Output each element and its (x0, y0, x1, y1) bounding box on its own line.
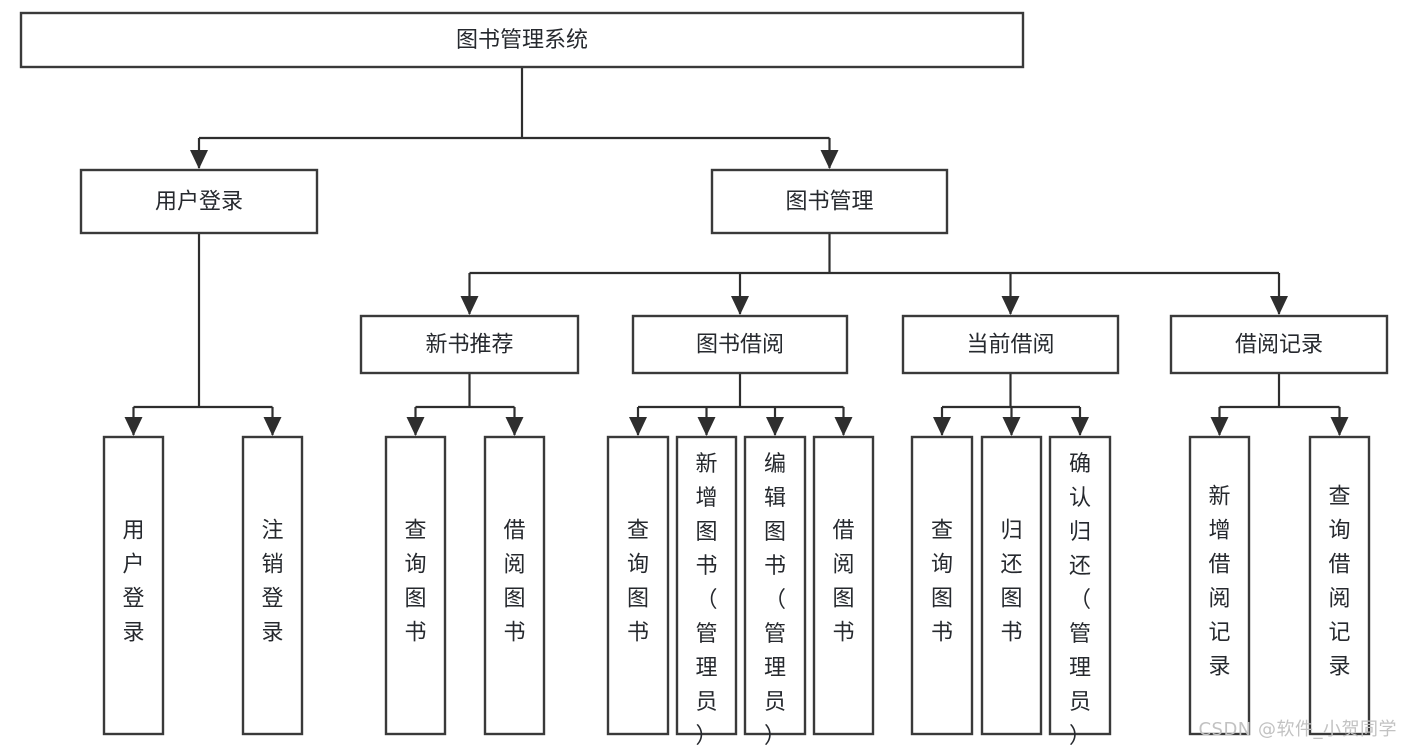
node-leaf-query-book-3-rect (910, 435, 974, 736)
node-user-login-label: 用户登录 (155, 190, 243, 215)
node-leaf-borrow-book-1-rect (483, 435, 546, 736)
node-root[interactable]: 图书管理系统 (19, 11, 1025, 69)
arrow-head-icon (731, 296, 749, 315)
arrow-head-icon (820, 150, 839, 169)
node-leaf-query-book-1[interactable]: 查询图书 (384, 435, 447, 736)
node-leaf-borrow-book-2[interactable]: 借阅图书 (812, 435, 875, 736)
node-leaf-add-record[interactable]: 新增借阅记录 (1188, 435, 1251, 736)
node-borrow-record-rect (1169, 314, 1389, 375)
arrow-head-icon (190, 150, 208, 169)
node-leaf-user-login-label: 用户登录 (122, 519, 144, 646)
node-leaf-user-logout-label: 注销登录 (261, 519, 283, 646)
node-leaf-query-book-2-label: 查询图书 (627, 519, 649, 646)
arrow-head-icon (933, 417, 951, 436)
node-leaf-query-record-label: 查询借阅记录 (1328, 485, 1350, 680)
node-leaf-add-record-rect (1188, 435, 1251, 736)
node-leaf-user-logout-rect (241, 435, 304, 736)
arrow-head-icon (1330, 417, 1349, 436)
node-leaf-add-book[interactable]: 新增图书（管理员） (675, 435, 738, 749)
node-borrow-record[interactable]: 借阅记录 (1169, 314, 1389, 375)
node-leaf-query-record-rect (1308, 435, 1371, 736)
node-leaf-borrow-book-1[interactable]: 借阅图书 (483, 435, 546, 736)
arrow-head-icon (263, 417, 282, 436)
node-leaf-edit-book-rect (743, 435, 807, 736)
node-leaf-return-book-label: 归还图书 (1000, 519, 1022, 646)
arrow-head-icon (124, 417, 143, 436)
node-leaf-query-record[interactable]: 查询借阅记录 (1308, 435, 1371, 736)
node-book-management-label: 图书管理 (785, 190, 873, 215)
node-new-book-recommend[interactable]: 新书推荐 (359, 314, 580, 375)
node-leaf-return-book-rect (980, 435, 1043, 736)
node-book-borrow-label: 图书借阅 (696, 333, 784, 358)
node-current-borrow[interactable]: 当前借阅 (901, 314, 1120, 375)
node-layer: 图书管理系统用户登录图书管理新书推荐图书借阅当前借阅借阅记录用户登录注销登录查询… (19, 11, 1389, 749)
node-leaf-user-logout[interactable]: 注销登录 (241, 435, 304, 736)
node-leaf-return-book[interactable]: 归还图书 (980, 435, 1043, 736)
node-leaf-add-record-label: 新增借阅记录 (1208, 485, 1230, 680)
node-root-label: 图书管理系统 (456, 28, 588, 53)
arrow-head-icon (1002, 417, 1021, 436)
connector-layer (124, 67, 1349, 436)
node-leaf-confirm-return-rect (1048, 435, 1112, 736)
node-leaf-edit-book[interactable]: 编辑图书（管理员） (743, 435, 807, 749)
node-book-borrow-rect (631, 314, 849, 375)
node-leaf-add-book-rect (675, 435, 738, 736)
node-new-book-recommend-label: 新书推荐 (425, 333, 513, 358)
arrow-head-icon (1210, 417, 1229, 436)
node-user-login[interactable]: 用户登录 (79, 168, 319, 235)
node-leaf-query-book-1-rect (384, 435, 447, 736)
arrow-head-icon (1270, 296, 1288, 315)
arrow-head-icon (505, 417, 524, 436)
node-borrow-record-label: 借阅记录 (1235, 333, 1323, 358)
node-leaf-query-book-1-label: 查询图书 (404, 519, 426, 646)
node-leaf-edit-book-label: 编辑图书（管理员） (764, 452, 786, 747)
arrow-head-icon (1071, 417, 1089, 436)
node-root-rect (19, 11, 1025, 69)
arrow-head-icon (1001, 296, 1020, 315)
node-book-management-rect (710, 168, 949, 235)
node-user-login-rect (79, 168, 319, 235)
node-book-borrow[interactable]: 图书借阅 (631, 314, 849, 375)
node-leaf-query-book-2-rect (606, 435, 670, 736)
node-leaf-query-book-2[interactable]: 查询图书 (606, 435, 670, 736)
csdn-watermark: CSDN @软件_小贺同学 (1198, 719, 1397, 740)
node-leaf-confirm-return-label: 确认归还（管理员） (1069, 452, 1091, 747)
node-leaf-confirm-return[interactable]: 确认归还（管理员） (1048, 435, 1112, 749)
node-leaf-query-book-3[interactable]: 查询图书 (910, 435, 974, 736)
node-leaf-borrow-book-2-label: 借阅图书 (832, 519, 854, 646)
node-book-management[interactable]: 图书管理 (710, 168, 949, 235)
arrow-head-icon (406, 417, 425, 436)
node-leaf-user-login-rect (102, 435, 165, 736)
node-current-borrow-rect (901, 314, 1120, 375)
arrow-head-icon (834, 417, 853, 436)
arrow-head-icon (697, 417, 716, 436)
node-current-borrow-label: 当前借阅 (966, 333, 1054, 358)
arrow-head-icon (766, 417, 784, 436)
node-leaf-user-login[interactable]: 用户登录 (102, 435, 165, 736)
node-leaf-query-book-3-label: 查询图书 (931, 519, 953, 646)
node-leaf-borrow-book-1-label: 借阅图书 (503, 519, 525, 646)
node-new-book-recommend-rect (359, 314, 580, 375)
node-leaf-borrow-book-2-rect (812, 435, 875, 736)
arrow-head-icon (629, 417, 647, 436)
arrow-head-icon (460, 296, 479, 315)
node-leaf-add-book-label: 新增图书（管理员） (695, 452, 717, 747)
